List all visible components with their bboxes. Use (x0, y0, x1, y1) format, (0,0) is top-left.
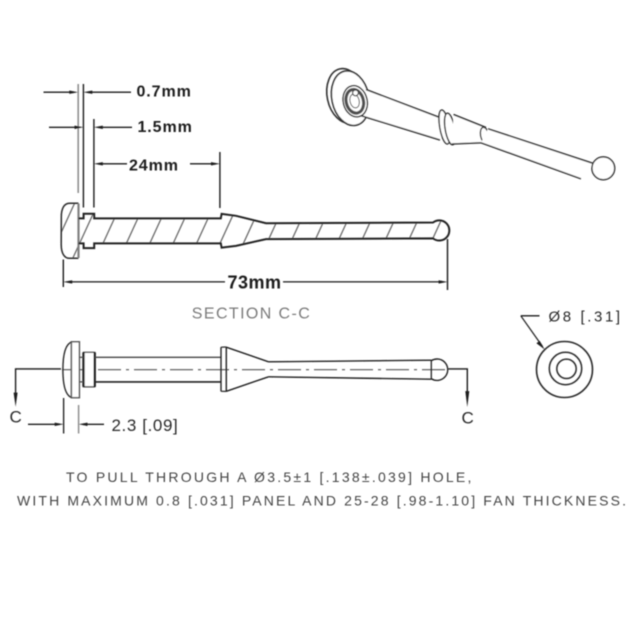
svg-text:TO PULL THROUGH A Ø3.5±1 [.138: TO PULL THROUGH A Ø3.5±1 [.138±.039] HOL… (66, 469, 474, 485)
svg-text:C: C (462, 409, 474, 428)
svg-text:C: C (10, 408, 22, 427)
svg-text:73mm: 73mm (228, 272, 282, 292)
svg-text:Ø8 [.31]: Ø8 [.31] (549, 308, 623, 325)
svg-text:1.5mm: 1.5mm (138, 119, 193, 136)
svg-text:2.3 [.09]: 2.3 [.09] (112, 416, 179, 435)
svg-text:0.7mm: 0.7mm (137, 84, 192, 101)
svg-text:24mm: 24mm (129, 158, 179, 175)
svg-text:SECTION C-C: SECTION C-C (192, 306, 311, 323)
svg-text:WITH MAXIMUM 0.8 [.031] PANEL: WITH MAXIMUM 0.8 [.031] PANEL AND 25-28 … (17, 493, 628, 509)
